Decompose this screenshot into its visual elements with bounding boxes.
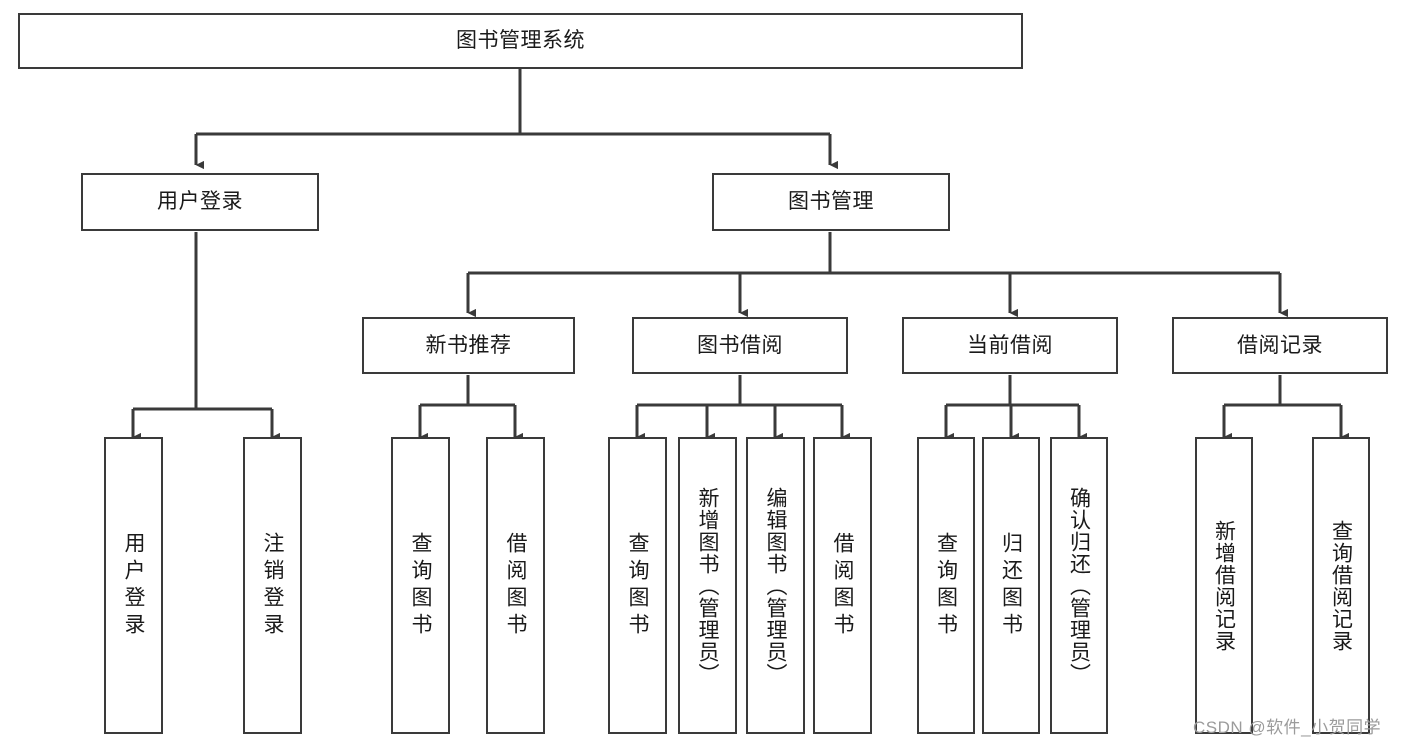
node-borrow-record[interactable]: 借阅记录 bbox=[1172, 317, 1388, 374]
leaf-query-book-borrow[interactable]: 查询图书 bbox=[608, 437, 667, 734]
node-label: 图书管理 bbox=[788, 190, 874, 214]
leaf-edit-book-admin[interactable]: 编辑图书（管理员） bbox=[746, 437, 805, 734]
leaf-query-book-current[interactable]: 查询图书 bbox=[917, 437, 975, 734]
leaf-return-book[interactable]: 归还图书 bbox=[982, 437, 1040, 734]
node-label: 查询借阅记录 bbox=[1329, 519, 1353, 652]
node-label: 查询图书 bbox=[934, 531, 958, 640]
watermark-text: CSDN @软件_小贺同学 bbox=[1193, 718, 1382, 737]
node-label: 借阅图书 bbox=[504, 531, 527, 640]
node-label: 图书管理系统 bbox=[456, 29, 585, 53]
node-label: 当前借阅 bbox=[967, 333, 1053, 357]
node-user-login[interactable]: 用户登录 bbox=[81, 173, 319, 231]
node-label: 借阅图书 bbox=[831, 531, 854, 640]
node-label: 归还图书 bbox=[999, 531, 1023, 640]
leaf-query-book-recommend[interactable]: 查询图书 bbox=[391, 437, 450, 734]
leaf-borrow-book[interactable]: 借阅图书 bbox=[813, 437, 872, 734]
node-label: 新增图书（管理员） bbox=[696, 486, 719, 685]
leaf-query-borrow-record[interactable]: 查询借阅记录 bbox=[1312, 437, 1370, 734]
node-label: 查询图书 bbox=[626, 531, 649, 640]
node-label: 用户登录 bbox=[157, 190, 243, 214]
node-label: 确认归还（管理员） bbox=[1067, 486, 1091, 685]
leaf-user-login[interactable]: 用户登录 bbox=[104, 437, 163, 734]
node-label: 查询图书 bbox=[409, 531, 432, 640]
node-label: 图书借阅 bbox=[697, 333, 783, 357]
node-label: 新增借阅记录 bbox=[1212, 519, 1236, 652]
leaf-confirm-return-admin[interactable]: 确认归还（管理员） bbox=[1050, 437, 1108, 734]
node-current-borrow[interactable]: 当前借阅 bbox=[902, 317, 1118, 374]
node-label: 借阅记录 bbox=[1237, 333, 1323, 357]
leaf-logout-login[interactable]: 注销登录 bbox=[243, 437, 302, 734]
node-label: 编辑图书（管理员） bbox=[764, 486, 787, 685]
node-label: 新书推荐 bbox=[425, 333, 512, 357]
leaf-add-book-admin[interactable]: 新增图书（管理员） bbox=[678, 437, 737, 734]
node-book-management[interactable]: 图书管理 bbox=[712, 173, 950, 231]
leaf-add-borrow-record[interactable]: 新增借阅记录 bbox=[1195, 437, 1253, 734]
node-label: 用户登录 bbox=[122, 531, 145, 640]
node-label: 注销登录 bbox=[261, 531, 284, 640]
node-root-system[interactable]: 图书管理系统 bbox=[18, 13, 1023, 69]
node-book-borrow[interactable]: 图书借阅 bbox=[632, 317, 848, 374]
leaf-borrow-book-recommend[interactable]: 借阅图书 bbox=[486, 437, 545, 734]
node-new-book-recommend[interactable]: 新书推荐 bbox=[362, 317, 575, 374]
